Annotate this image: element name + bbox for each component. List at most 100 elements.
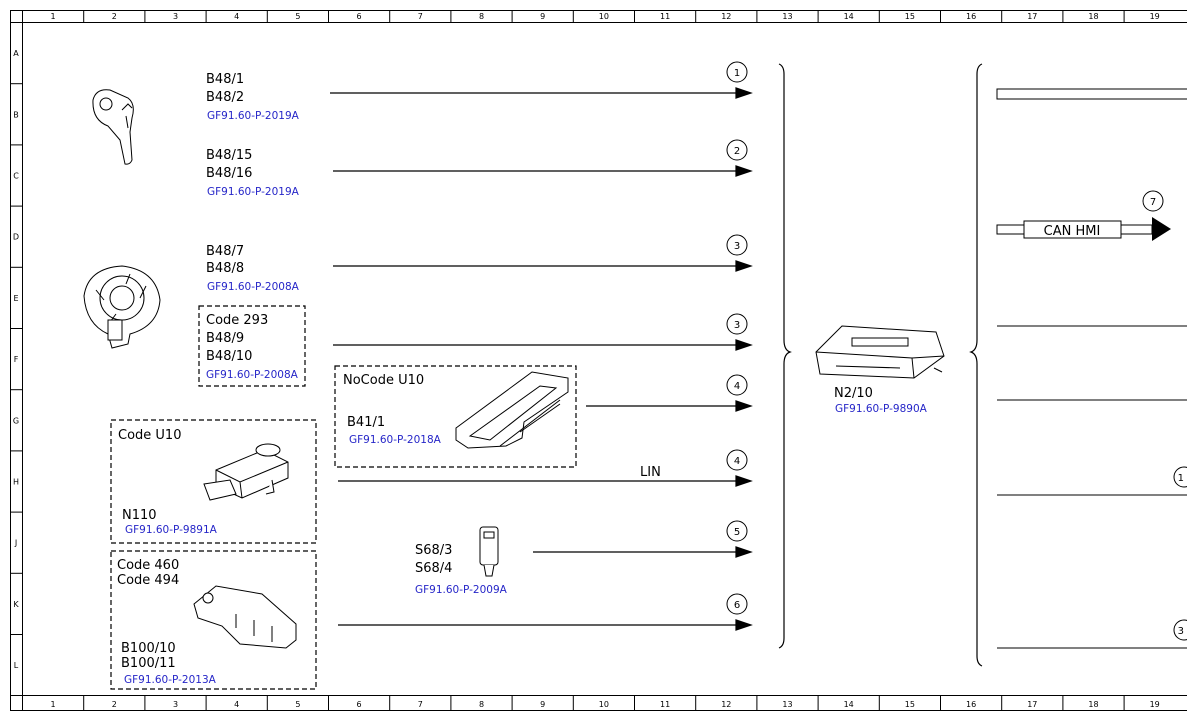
- row-ticks: [10, 22, 22, 635]
- col-label-bottom: 3: [173, 700, 178, 709]
- label-n2-10: N2/10: [834, 386, 873, 401]
- option-boxes: [110, 305, 577, 690]
- label-b48-7: B48/7: [206, 244, 244, 259]
- col-label-bottom: 1: [51, 700, 56, 709]
- signal-7: 7: [1150, 197, 1156, 208]
- col-label-bottom: 11: [660, 700, 670, 709]
- label-code-293: Code 293: [206, 313, 268, 328]
- row-label: K: [13, 600, 19, 609]
- col-label-bottom: 10: [599, 700, 609, 709]
- control-unit-n2-10-icon: [815, 325, 945, 379]
- ref-link-2019a-1[interactable]: GF91.60-P-2019A: [207, 110, 300, 122]
- label-b48-15: B48/15: [206, 148, 252, 163]
- col-label-bottom: 5: [295, 700, 300, 709]
- ref-link-9891a[interactable]: GF91.60-P-9891A: [125, 524, 218, 536]
- label-code-460: Code 460: [117, 558, 179, 573]
- signal-4b: 4: [734, 456, 740, 467]
- col-label-bottom: 7: [418, 700, 423, 709]
- lin-label: LIN: [640, 465, 661, 480]
- col-label-top: 14: [844, 12, 854, 21]
- row-label: D: [13, 233, 19, 242]
- row-label: J: [14, 539, 17, 548]
- signal-6: 6: [734, 600, 740, 611]
- col-label-top: 6: [357, 12, 362, 21]
- label-nocode-u10: NoCode U10: [343, 373, 424, 388]
- row-label: H: [13, 478, 19, 487]
- can-hmi-bus: CAN HMI: [996, 217, 1171, 241]
- col-label-top: 7: [418, 12, 423, 21]
- signal-3b: 3: [734, 320, 740, 331]
- label-b41-1: B41/1: [347, 415, 385, 430]
- col-label-top: 10: [599, 12, 609, 21]
- col-label-top: 1: [51, 12, 56, 21]
- row-label: F: [14, 355, 19, 364]
- ref-link-9890a[interactable]: GF91.60-P-9890A: [835, 403, 928, 415]
- bracket-left: [778, 63, 792, 649]
- occupant-classification-module-icon: [203, 443, 289, 501]
- col-label-bottom: 14: [844, 700, 854, 709]
- ref-link-2009a[interactable]: GF91.60-P-2009A: [415, 584, 508, 596]
- label-b48-2: B48/2: [206, 90, 244, 105]
- col-label-top: 11: [660, 12, 670, 21]
- seatbelt-buckle-icon: [479, 526, 499, 577]
- row-label: G: [13, 416, 19, 425]
- col-label-top: 19: [1150, 12, 1160, 21]
- col-label-top: 16: [966, 12, 976, 21]
- ref-link-2008a-2[interactable]: GF91.60-P-2008A: [206, 369, 299, 381]
- col-label-top: 15: [905, 12, 915, 21]
- ref-link-2013a[interactable]: GF91.60-P-2013A: [124, 674, 217, 686]
- col-label-top: 3: [173, 12, 178, 21]
- col-label-bottom: 2: [112, 700, 117, 709]
- label-b100-10: B100/10: [121, 641, 176, 656]
- col-label-bottom: 6: [357, 700, 362, 709]
- signal-arrows: [330, 87, 753, 631]
- label-code-494: Code 494: [117, 573, 179, 588]
- grid-labels: 1122334455667788991010111112121313141415…: [13, 12, 1160, 709]
- label-b48-1: B48/1: [206, 72, 244, 87]
- row-label: B: [13, 110, 19, 119]
- column-ticks: [22, 10, 1125, 711]
- label-s68-4: S68/4: [415, 561, 452, 576]
- seat-sensor-mat-icon: [455, 371, 569, 449]
- row-label: C: [13, 172, 19, 181]
- stalk-sensor-icon: [92, 89, 134, 165]
- row-label: A: [13, 49, 19, 58]
- row-label: L: [14, 661, 19, 670]
- ref-link-2018a[interactable]: GF91.60-P-2018A: [349, 434, 442, 446]
- col-label-bottom: 15: [905, 700, 915, 709]
- col-label-bottom: 13: [782, 700, 792, 709]
- label-s68-3: S68/3: [415, 543, 452, 558]
- col-label-top: 8: [479, 12, 484, 21]
- col-label-top: 12: [721, 12, 731, 21]
- label-b48-16: B48/16: [206, 166, 252, 181]
- col-label-top: 9: [540, 12, 545, 21]
- signal-4a: 4: [734, 381, 740, 392]
- signal-5: 5: [734, 527, 740, 538]
- signal-3a: 3: [734, 241, 740, 252]
- col-label-top: 17: [1027, 12, 1037, 21]
- signal-1: 1: [734, 68, 740, 79]
- col-label-bottom: 4: [234, 700, 239, 709]
- label-b48-9: B48/9: [206, 331, 244, 346]
- label-b48-8: B48/8: [206, 261, 244, 276]
- label-code-u10: Code U10: [118, 428, 181, 443]
- col-label-bottom: 17: [1027, 700, 1037, 709]
- steering-angle-sensor-icon: [83, 265, 161, 349]
- ref-link-2019a-2[interactable]: GF91.60-P-2019A: [207, 186, 300, 198]
- label-b48-10: B48/10: [206, 349, 252, 364]
- col-label-top: 18: [1088, 12, 1098, 21]
- col-label-bottom: 12: [721, 700, 731, 709]
- signal-edge-3: 3: [1178, 626, 1184, 637]
- drawing-frame: [10, 10, 1187, 711]
- output-lines: [996, 88, 1187, 649]
- col-label-bottom: 9: [540, 700, 545, 709]
- ref-link-2008a-1[interactable]: GF91.60-P-2008A: [207, 281, 300, 293]
- signal-circles: [726, 61, 1187, 641]
- weight-sensor-icon: [193, 585, 297, 649]
- col-label-top: 4: [234, 12, 239, 21]
- signal-edge-1: 1: [1178, 473, 1184, 484]
- col-label-bottom: 16: [966, 700, 976, 709]
- signal-2: 2: [734, 146, 740, 157]
- can-hmi-label: CAN HMI: [1044, 224, 1101, 239]
